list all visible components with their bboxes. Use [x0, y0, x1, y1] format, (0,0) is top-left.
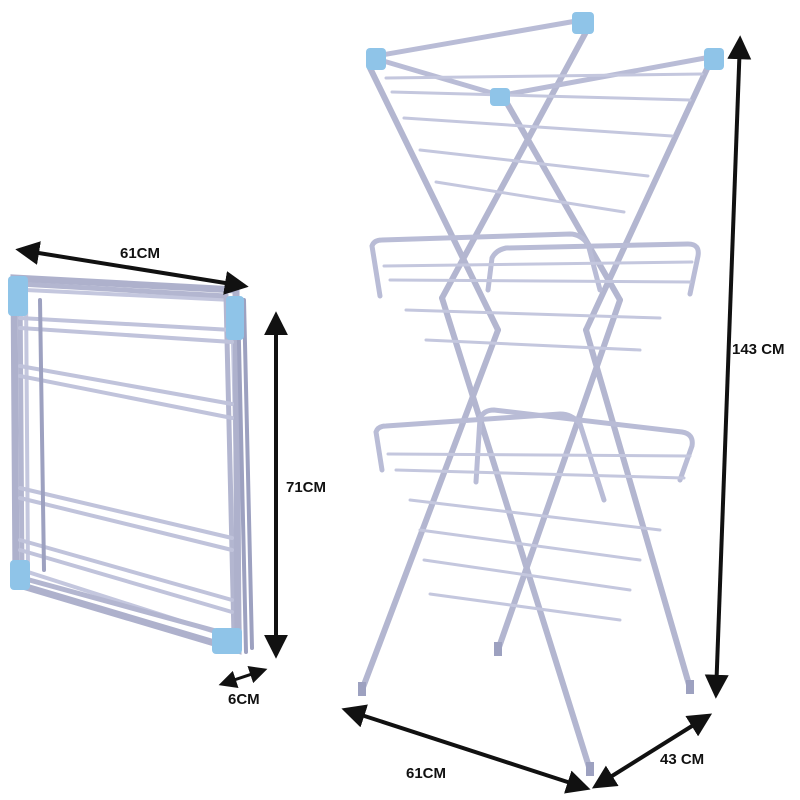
open-width-label: 61CM — [406, 765, 446, 782]
connector-bottom-left — [10, 560, 30, 590]
connector-top-right — [226, 296, 244, 340]
connector-top-left — [8, 276, 28, 316]
connector-top-mid — [490, 88, 510, 106]
open-depth-label: 43 CM — [660, 751, 704, 768]
open-width-arrow — [341, 704, 591, 794]
folded-rack-image — [8, 274, 254, 655]
connector-top-center — [572, 12, 594, 34]
open-height-label: 143 CM — [732, 341, 785, 358]
folded-width-arrow — [15, 241, 249, 295]
open-height-arrow — [704, 35, 752, 699]
folded-depth-arrow — [218, 666, 268, 688]
connector-bottom-right — [212, 628, 242, 654]
folded-width-label: 61CM — [120, 245, 160, 262]
open-depth-arrow — [591, 713, 713, 789]
folded-height-label: 71CM — [286, 479, 326, 496]
connector-top-right — [704, 48, 724, 70]
open-rack-image — [358, 12, 724, 776]
folded-depth-label: 6CM — [228, 691, 260, 708]
connector-top-left — [366, 48, 386, 70]
